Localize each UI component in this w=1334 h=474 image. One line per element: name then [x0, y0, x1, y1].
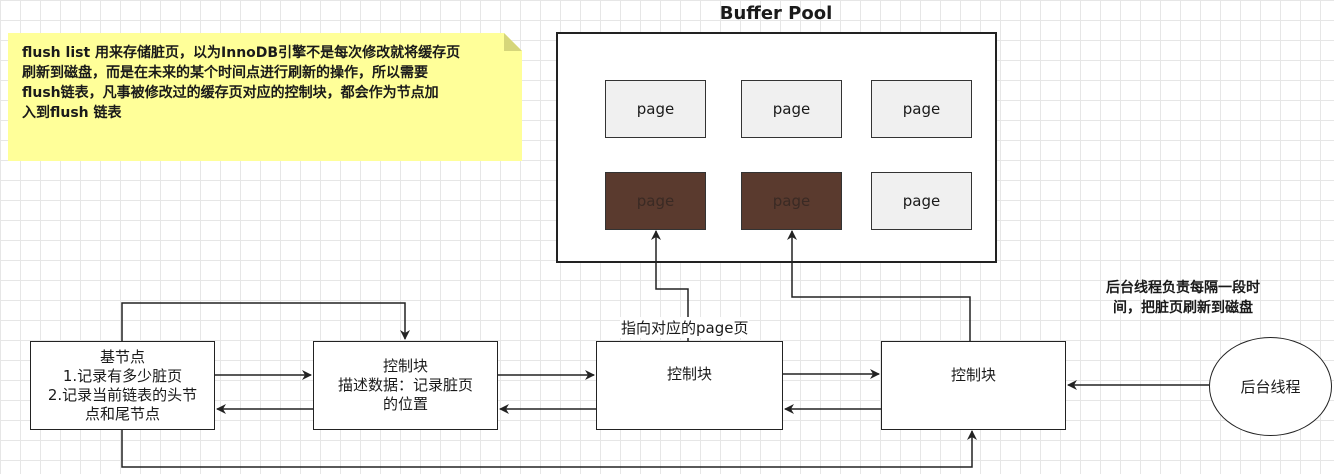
base-to-cb3-bottom-arrow	[121, 430, 977, 468]
page-label: page	[636, 192, 675, 210]
buffer-pool-title: Buffer Pool	[719, 3, 833, 24]
note-line: flush list 用来存储脏页，以为InnoDB引擎不是每次修改就将缓存页	[22, 45, 461, 61]
base-node-line: 基节点	[99, 347, 145, 366]
page-cell-3[interactable]: page	[871, 80, 972, 138]
control-block-3[interactable]: 控制块	[881, 341, 1066, 430]
base-node-line: 2.记录当前链表的头节	[47, 385, 198, 404]
control-block-line: 的位置	[382, 395, 428, 413]
page-label: page	[772, 192, 811, 210]
page-label: page	[902, 100, 941, 118]
control-block-label: 控制块	[666, 365, 712, 383]
control-block-label: 控制块	[950, 366, 996, 384]
page-label: page	[772, 100, 811, 118]
control-block-1[interactable]: 控制块 描述数据：记录脏页 的位置	[313, 341, 498, 430]
base-node[interactable]: 基节点 1.记录有多少脏页 2.记录当前链表的头节 点和尾节点	[30, 341, 215, 430]
background-thread-note: 后台线程负责每隔一段时 间，把脏页刷新到磁盘	[1083, 278, 1283, 318]
background-thread-node[interactable]: 后台线程	[1209, 337, 1332, 436]
page-cell-2[interactable]: page	[741, 80, 842, 138]
page-cell-6[interactable]: page	[871, 172, 972, 230]
background-note-line: 间，把脏页刷新到磁盘	[1113, 300, 1253, 316]
dirty-page-cell-2[interactable]: page	[741, 172, 842, 230]
page-label: page	[902, 192, 941, 210]
base-node-line: 1.记录有多少脏页	[62, 366, 183, 385]
pointer-label: 指向对应的page页	[620, 317, 750, 338]
flush-list-note: flush list 用来存储脏页，以为InnoDB引擎不是每次修改就将缓存页 …	[8, 33, 522, 161]
control-block-2[interactable]: 控制块	[596, 341, 783, 430]
background-note-line: 后台线程负责每隔一段时	[1106, 280, 1260, 296]
note-line: 入到flush 链表	[22, 105, 122, 121]
note-line: 刷新到磁盘，而是在未来的某个时间点进行刷新的操作，所以需要	[22, 65, 428, 81]
control-block-line: 描述数据：记录脏页	[337, 376, 473, 394]
note-line: flush链表，凡事被修改过的缓存页对应的控制块，都会作为节点加	[22, 85, 439, 101]
page-label: page	[636, 100, 675, 118]
control-block-line: 控制块	[382, 357, 428, 375]
page-cell-1[interactable]: page	[605, 80, 706, 138]
dirty-page-cell-1[interactable]: page	[605, 172, 706, 230]
cb2-to-dirty-page-arrow	[651, 230, 689, 341]
cb3-to-dirty-page-arrow	[787, 230, 971, 341]
base-node-line: 点和尾节点	[84, 404, 160, 423]
background-thread-label: 后台线程	[1240, 378, 1301, 396]
base-to-cb1-top-arrow	[121, 302, 410, 341]
